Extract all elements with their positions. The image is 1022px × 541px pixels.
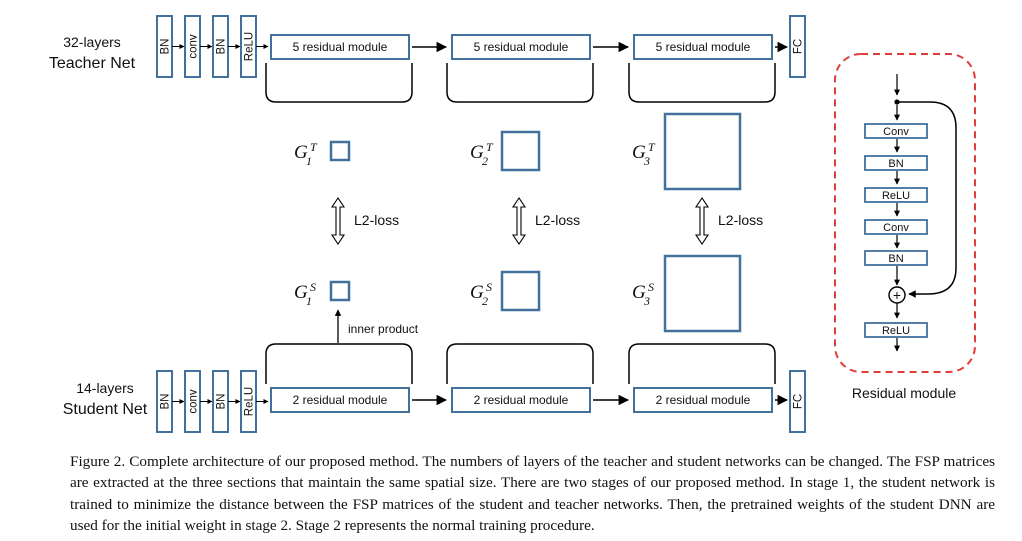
svg-text:FC: FC xyxy=(793,394,805,409)
svg-text:BN: BN xyxy=(216,39,228,55)
residual-layer-conv-1: Conv xyxy=(864,123,928,139)
svg-text:5 residual module: 5 residual module xyxy=(656,40,751,54)
residual-layer-relu-final: ReLU xyxy=(864,322,928,338)
svg-text:ReLU: ReLU xyxy=(244,32,256,61)
fsp-matrix-teacher-1 xyxy=(329,140,351,162)
student-layer-bn-2: BN xyxy=(212,370,229,433)
student-fc-layer: FC xyxy=(789,370,806,433)
fsp-matrix-student-3 xyxy=(663,254,742,333)
fsp-matrix-teacher-2 xyxy=(500,130,541,172)
svg-text:2 residual module: 2 residual module xyxy=(656,393,751,407)
svg-text:Conv: Conv xyxy=(883,126,909,138)
svg-text:BN: BN xyxy=(216,394,228,410)
l2-loss-3: L2-loss xyxy=(694,197,763,245)
fsp-student-3: G S 3 xyxy=(632,254,742,333)
svg-text:BN: BN xyxy=(160,394,172,410)
svg-text:5 residual module: 5 residual module xyxy=(474,40,569,54)
teacher-fc-layer: FC xyxy=(789,15,806,78)
residual-layer-bn-2: BN xyxy=(864,250,928,266)
teacher-layer-conv: conv xyxy=(184,15,201,78)
fsp-student-2: G S 2 xyxy=(470,270,541,312)
l2-loss-label-3: L2-loss xyxy=(718,212,763,228)
svg-text:3: 3 xyxy=(643,154,650,168)
residual-module-border xyxy=(834,53,976,373)
svg-text:3: 3 xyxy=(643,294,650,308)
svg-text:S: S xyxy=(486,280,492,294)
svg-text:5 residual module: 5 residual module xyxy=(293,40,388,54)
l2-loss-label-1: L2-loss xyxy=(354,212,399,228)
residual-layer-relu-1: ReLU xyxy=(864,187,928,203)
svg-text:G: G xyxy=(632,282,646,303)
svg-text:BN: BN xyxy=(888,253,903,265)
inner-product-label: inner product xyxy=(348,322,419,336)
fsp-matrix-student-2 xyxy=(500,270,541,312)
residual-layer-conv-2: Conv xyxy=(864,219,928,235)
student-title-line1: 14-layers xyxy=(76,380,134,396)
student-layer-relu: ReLU xyxy=(240,370,257,433)
svg-text:G: G xyxy=(632,142,646,163)
svg-text:G: G xyxy=(470,142,484,163)
residual-module-title: Residual module xyxy=(852,385,956,401)
svg-text:G: G xyxy=(294,142,308,163)
svg-text:FC: FC xyxy=(793,39,805,54)
svg-text:conv: conv xyxy=(188,34,200,59)
skip-connection xyxy=(898,101,957,298)
svg-text:ReLU: ReLU xyxy=(882,190,910,202)
residual-module-panel: Conv BN ReLU Conv BN + ReL xyxy=(834,53,976,401)
teacher-title-line2: Teacher Net xyxy=(49,55,136,72)
svg-text:G: G xyxy=(294,282,308,303)
l2-loss-1: L2-loss xyxy=(330,197,399,245)
svg-text:2: 2 xyxy=(482,294,488,308)
teacher-module-1: 5 residual module xyxy=(265,34,413,103)
student-module-2: 2 residual module xyxy=(446,343,594,413)
inner-product: inner product xyxy=(334,309,419,343)
svg-text:T: T xyxy=(648,140,656,154)
residual-add-node: + xyxy=(888,286,906,304)
student-title-line2: Student Net xyxy=(63,401,148,418)
student-layer-bn-1: BN xyxy=(156,370,173,433)
svg-text:2: 2 xyxy=(482,154,488,168)
student-net: 14-layers Student Net BN conv BN ReLU 2 … xyxy=(63,343,806,433)
student-module-3: 2 residual module xyxy=(628,343,776,413)
fsp-student-1: G S 1 xyxy=(294,280,351,308)
svg-text:2 residual module: 2 residual module xyxy=(474,393,569,407)
fsp-teacher-3: G T 3 xyxy=(632,112,742,191)
svg-text:BN: BN xyxy=(888,158,903,170)
residual-layer-bn-1: BN xyxy=(864,155,928,171)
fsp-teacher-row: G T 1 G T 2 G T 3 xyxy=(294,112,742,191)
svg-text:2 residual module: 2 residual module xyxy=(293,393,388,407)
svg-text:T: T xyxy=(310,140,318,154)
figure-caption: Figure 2. Complete architecture of our p… xyxy=(70,453,995,534)
svg-text:T: T xyxy=(486,140,494,154)
split-point xyxy=(894,99,900,105)
fsp-matrix-student-1 xyxy=(329,280,351,302)
fsp-teacher-2: G T 2 xyxy=(470,130,541,172)
student-layer-conv: conv xyxy=(184,370,201,433)
teacher-layer-bn-2: BN xyxy=(212,15,229,78)
student-module-1: 2 residual module xyxy=(265,343,413,413)
svg-text:Conv: Conv xyxy=(883,222,909,234)
svg-text:ReLU: ReLU xyxy=(244,387,256,416)
teacher-module-2: 5 residual module xyxy=(446,34,594,103)
svg-text:1: 1 xyxy=(306,294,312,308)
svg-text:conv: conv xyxy=(188,389,200,414)
fsp-teacher-1: G T 1 xyxy=(294,140,351,168)
svg-text:+: + xyxy=(893,287,901,303)
teacher-net: 32-layers Teacher Net BN conv BN ReLU 5 … xyxy=(49,15,806,103)
teacher-layer-relu: ReLU xyxy=(240,15,257,78)
svg-text:S: S xyxy=(310,280,316,294)
svg-text:S: S xyxy=(648,280,654,294)
l2-loss-2: L2-loss xyxy=(511,197,580,245)
fsp-student-row: G S 1 G S 2 G S 3 xyxy=(294,254,742,333)
l2-loss-label-2: L2-loss xyxy=(535,212,580,228)
teacher-layer-bn-1: BN xyxy=(156,15,173,78)
svg-text:BN: BN xyxy=(160,39,172,55)
teacher-title-line1: 32-layers xyxy=(63,34,121,50)
teacher-module-3: 5 residual module xyxy=(628,34,776,103)
fsp-matrix-teacher-3 xyxy=(663,112,742,191)
svg-text:ReLU: ReLU xyxy=(882,325,910,337)
svg-text:1: 1 xyxy=(306,154,312,168)
svg-text:G: G xyxy=(470,282,484,303)
